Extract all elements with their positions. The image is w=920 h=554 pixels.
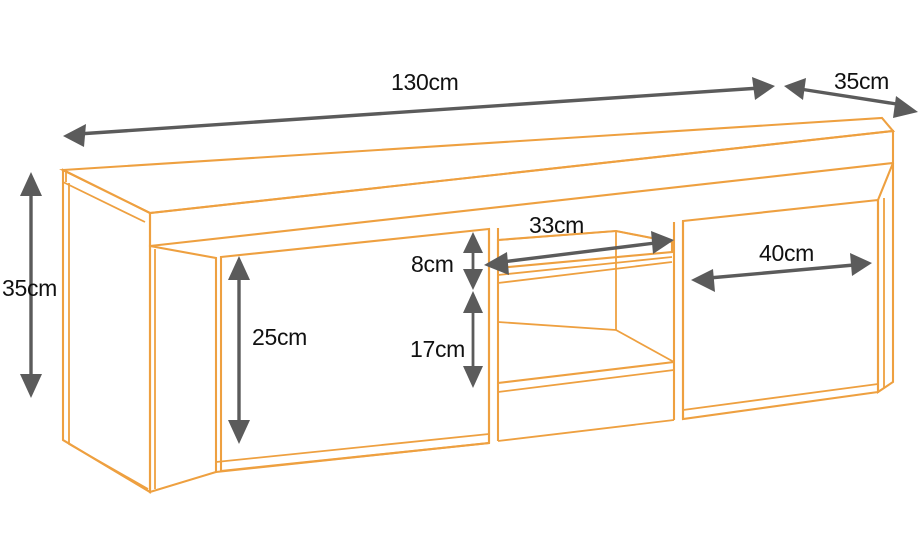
- arrow-head-40-right: [850, 253, 872, 276]
- front-base-edge-left-inner: [215, 433, 490, 463]
- label-height-35cm: 35cm: [2, 275, 57, 301]
- label-40cm: 40cm: [759, 240, 814, 266]
- compartment-floor-back-edge: [497, 321, 617, 331]
- dimension-upper-shelf-height: 8cm: [411, 232, 483, 290]
- label-depth-35cm: 35cm: [834, 68, 889, 94]
- dim-line-33: [501, 241, 656, 264]
- arrow-head-8-bottom: [463, 269, 483, 290]
- arrow-head-depth-35-left: [784, 78, 806, 100]
- furniture-outline-group: [59, 116, 896, 494]
- arrow-head-130-right: [752, 77, 775, 100]
- arrow-head-17-top: [463, 291, 483, 313]
- arrow-head-height-35-bottom: [20, 374, 42, 398]
- dim-line-40: [708, 263, 855, 280]
- dim-line-130: [77, 86, 761, 136]
- label-33cm: 33cm: [529, 212, 584, 238]
- label-8cm: 8cm: [411, 251, 454, 277]
- left-side-panel-inner-edge: [68, 183, 149, 490]
- compartment-floor-front-edge-2: [497, 369, 675, 393]
- left-door-panel: [148, 244, 218, 494]
- arrow-head-25-bottom: [228, 420, 250, 444]
- arrow-head-height-35-top: [20, 172, 42, 196]
- top-panel-inner-highlight: [62, 181, 146, 223]
- arrow-head-17-bottom: [463, 366, 483, 388]
- upper-shelf-front-edge-2: [497, 261, 673, 284]
- arrow-head-33-left: [484, 252, 509, 275]
- compartment-floor-left-recede: [615, 329, 675, 363]
- upper-shelf-top-face: [496, 229, 674, 270]
- arrow-head-40-left: [691, 269, 715, 292]
- dimension-overall-height: 35cm: [2, 172, 57, 398]
- right-side-return: [876, 162, 895, 394]
- arrow-head-8-top: [463, 232, 483, 253]
- right-cabinet-bottom-edge: [682, 383, 879, 411]
- right-door-panel: [681, 198, 880, 421]
- arrow-head-depth-35-right: [893, 96, 918, 118]
- dimension-left-door-height: 25cm: [228, 256, 307, 444]
- left-foot-chamfer: [62, 439, 151, 493]
- arrow-head-25-top: [228, 256, 250, 280]
- label-17cm: 17cm: [410, 336, 465, 362]
- compartment-floor-front-edge: [497, 360, 675, 385]
- dimension-lower-shelf-height: 17cm: [410, 291, 483, 388]
- upper-shelf-front-edge: [497, 256, 673, 276]
- arrow-head-130-left: [63, 124, 86, 147]
- dimension-overall-width: 130cm: [63, 69, 775, 147]
- dimension-overall-depth: 35cm: [784, 68, 918, 118]
- dim-line-depth-35: [799, 87, 904, 107]
- label-25cm: 25cm: [252, 324, 307, 350]
- top-panel-front-edge: [148, 129, 895, 248]
- compartment-bottom-apron: [497, 419, 675, 442]
- arrow-head-33-right: [651, 231, 674, 254]
- top-panel-top-face: [59, 116, 896, 215]
- dimension-right-door-width: 40cm: [691, 240, 872, 292]
- dimension-compartment-width: 33cm: [484, 212, 674, 275]
- label-130cm: 130cm: [391, 69, 459, 95]
